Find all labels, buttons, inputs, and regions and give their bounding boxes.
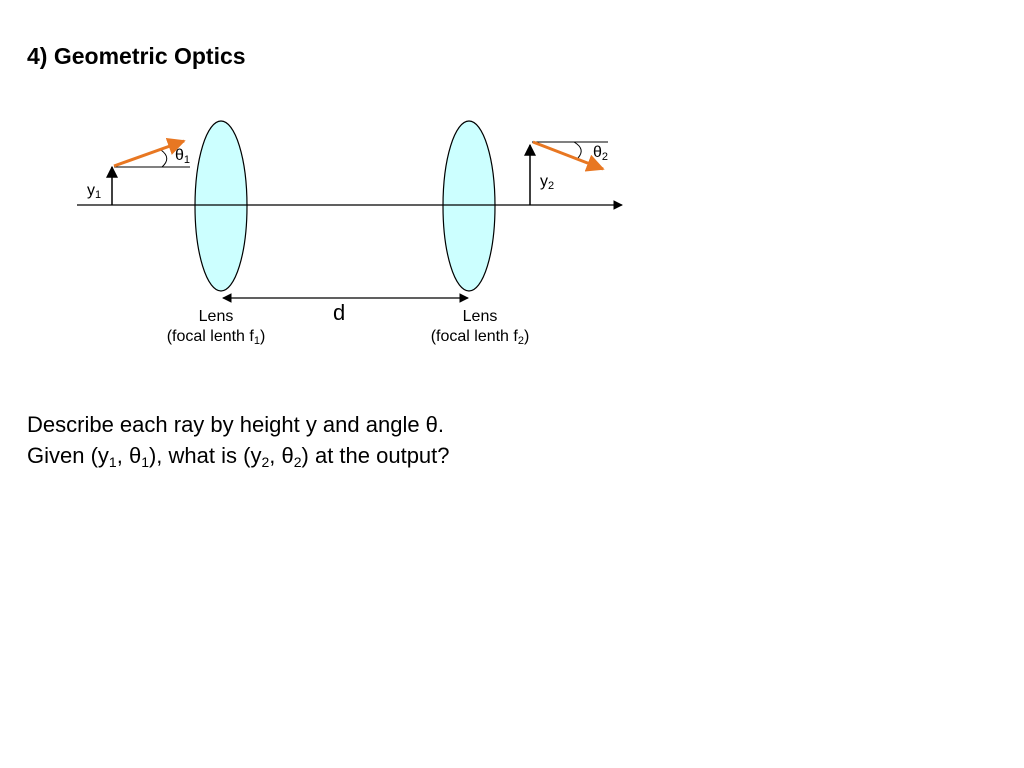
question-text: Describe each ray by height y and angle … xyxy=(27,409,450,471)
output-angle-arc xyxy=(573,141,582,159)
question-line-2: Given (y1, θ1), what is (y2, θ2) at the … xyxy=(27,443,450,470)
lens-2-shape xyxy=(442,120,496,292)
lens-1-focal: (focal lenth f1) xyxy=(166,328,266,347)
lens-2-caption: Lens (focal lenth f2) xyxy=(405,307,555,347)
label-theta1: θ1 xyxy=(175,147,191,166)
input-angle-arc xyxy=(160,149,168,168)
lens-1-name: Lens xyxy=(198,308,234,325)
label-y1: y1 xyxy=(87,182,102,201)
input-ray xyxy=(113,137,186,168)
lens-1-caption: Lens (focal lenth f1) xyxy=(141,307,291,347)
question-line-1: Describe each ray by height y and angle … xyxy=(27,412,445,437)
slide-title: 4) Geometric Optics xyxy=(27,43,246,69)
lens-2-name: Lens xyxy=(462,308,498,325)
lens-1-shape xyxy=(194,120,248,292)
label-y2: y2 xyxy=(540,173,555,192)
output-ray xyxy=(532,140,605,172)
label-theta2: θ2 xyxy=(593,144,609,163)
lens-2-focal: (focal lenth f2) xyxy=(430,328,530,347)
label-separation: d xyxy=(333,300,346,325)
